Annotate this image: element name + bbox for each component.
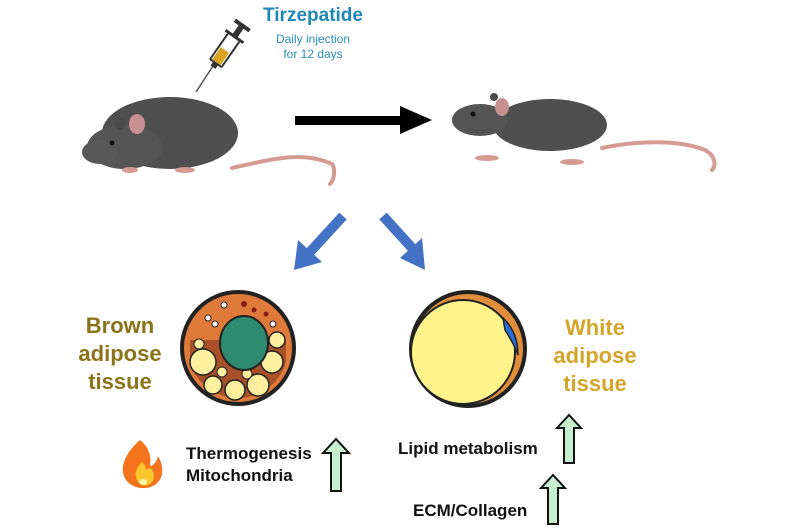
treatment-arrow <box>295 106 432 134</box>
brown-label-line: Brown <box>85 313 155 338</box>
brown-label-line: tissue <box>88 369 152 394</box>
thermogenesis-up-arrow <box>320 437 352 492</box>
white-label-line: adipose <box>553 343 637 368</box>
obese-mouse-illustration <box>82 97 337 186</box>
lean-mouse-illustration <box>452 93 717 172</box>
white-adipose-label: White adipose tissue <box>545 314 645 398</box>
brown-label-line: adipose <box>78 341 162 366</box>
regimen-text: Daily injection for 12 days <box>258 32 368 62</box>
fire-icon <box>122 440 163 489</box>
regimen-line-1: Daily injection <box>275 32 351 46</box>
syringe-icon <box>195 18 251 93</box>
effect-ecm-collagen: ECM/Collagen <box>413 501 528 520</box>
white-adipocyte-illustration <box>409 290 527 408</box>
brown-effects: Thermogenesis Mitochondria <box>186 443 312 487</box>
brown-adipose-label: Brown adipose tissue <box>70 312 170 396</box>
effect-thermogenesis: Thermogenesis <box>186 444 312 463</box>
brown-adipocyte-illustration <box>180 290 296 406</box>
white-label-line: White <box>565 315 625 340</box>
effect-lipid-metabolism: Lipid metabolism <box>398 439 538 458</box>
ecm-collagen-up-arrow <box>538 473 568 525</box>
arrow-to-white-adipose <box>379 212 425 270</box>
arrow-to-brown-adipose <box>294 212 347 270</box>
white-label-line: tissue <box>563 371 627 396</box>
regimen-line-2: for 12 days <box>283 47 343 61</box>
drug-name: Tirzepatide <box>263 5 363 26</box>
effect-mitochondria: Mitochondria <box>186 466 293 485</box>
lipid-metabolism-up-arrow <box>554 413 584 464</box>
